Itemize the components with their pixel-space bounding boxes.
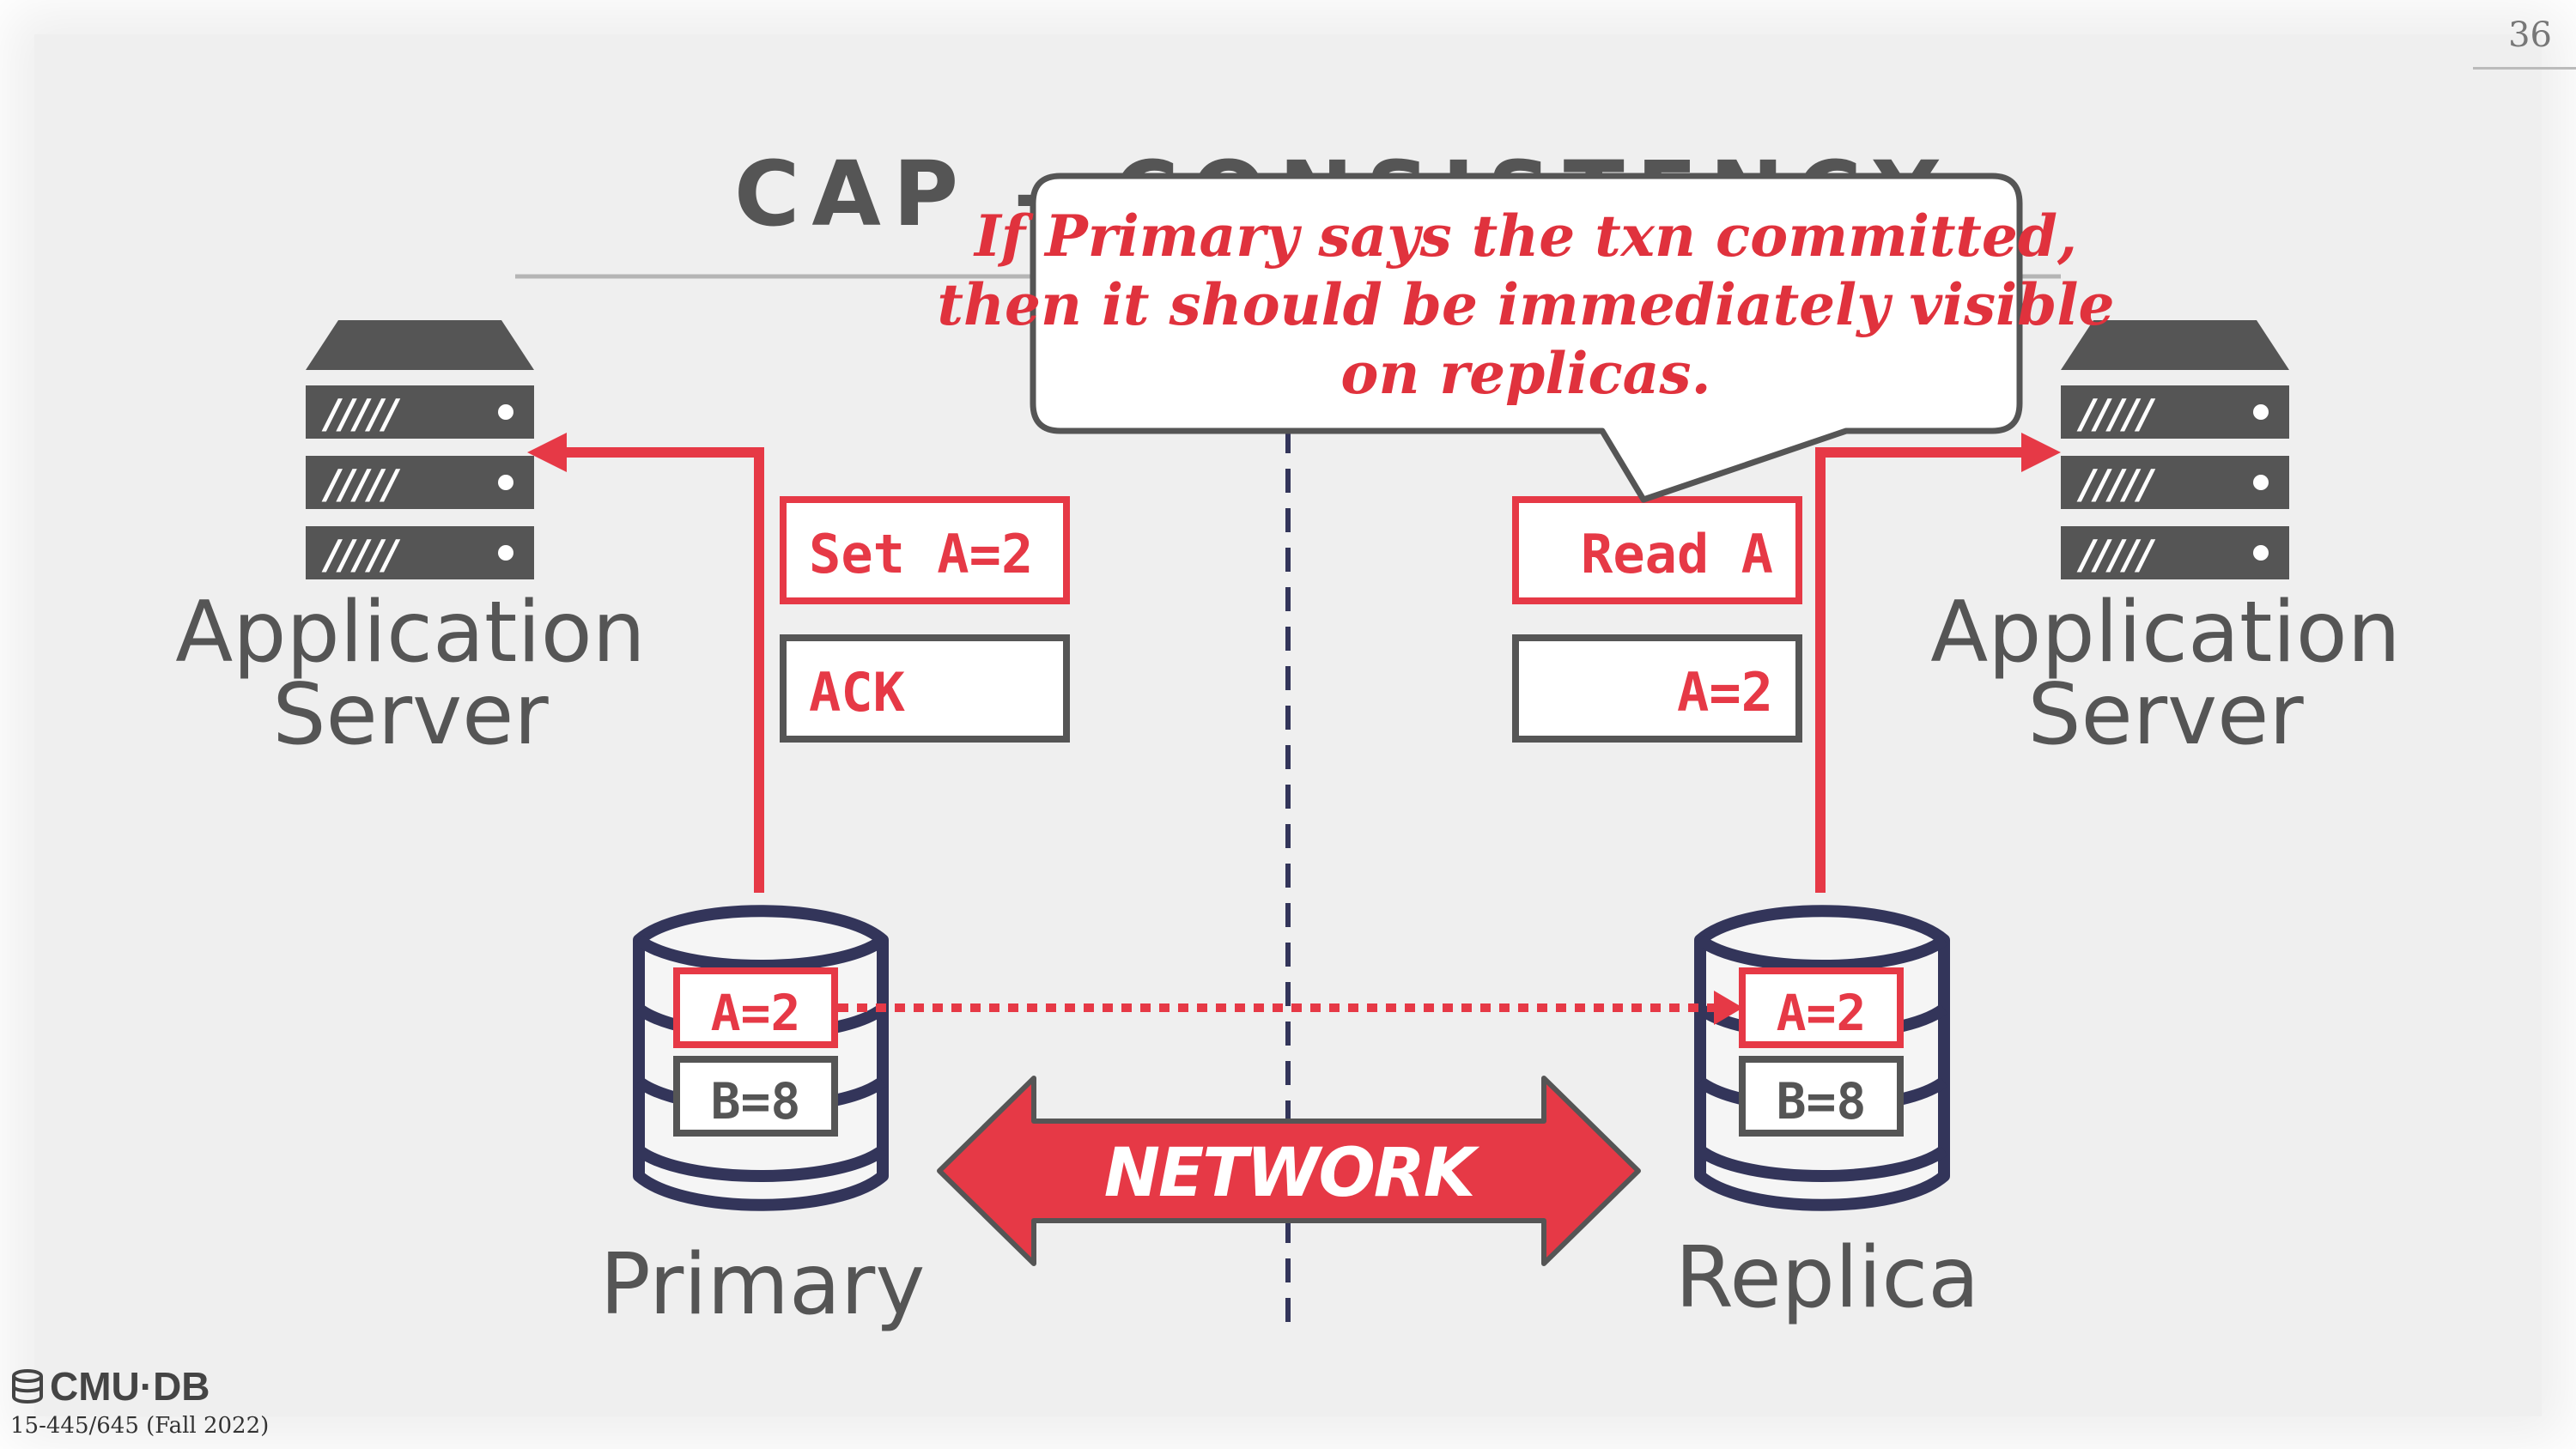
database-logo-icon	[12, 1369, 43, 1404]
replica-row-b-label: B=8	[1777, 1072, 1867, 1131]
replica-row-a	[1739, 967, 1904, 1048]
right-application-server-icon	[2061, 320, 2289, 579]
network-arrow: NETWORK	[937, 1076, 1641, 1266]
primary-row-b-label: B=8	[711, 1072, 801, 1131]
left-server-label-line2: Server	[272, 666, 549, 764]
callout-line-3: on replicas.	[1340, 340, 1710, 407]
right-response-box	[1512, 634, 1802, 743]
replica-label: Replica	[1675, 1229, 1980, 1327]
page-number-rule	[2473, 67, 2576, 70]
primary-row-a-label: A=2	[711, 984, 801, 1042]
callout-line-1: If Primary says the txn committed,	[973, 203, 2077, 270]
left-application-server-icon	[306, 320, 534, 579]
replica-row-b	[1739, 1056, 1904, 1137]
page-number: 36	[2508, 15, 2552, 55]
right-request-box	[1512, 496, 1802, 604]
left-request-box	[780, 496, 1070, 604]
network-label: NETWORK	[1104, 1135, 1480, 1212]
left-response-box	[780, 634, 1070, 743]
replica-row-a-label: A=2	[1777, 984, 1867, 1042]
primary-label: Primary	[600, 1236, 926, 1334]
callout-line-2: then it should be immediately visible	[938, 271, 2115, 338]
course-label: 15-445/645 (Fall 2022)	[10, 1413, 270, 1439]
primary-row-a	[673, 967, 838, 1048]
logo-text: CMU·DB	[50, 1364, 210, 1409]
replication-arrow	[838, 991, 1743, 1025]
left-response-label: ACK	[809, 661, 906, 724]
left-request-label: Set A=2	[809, 523, 1033, 585]
right-request-arrow	[1815, 433, 2061, 893]
consistency-callout: If Primary says the txn committed, then …	[938, 173, 2115, 503]
cmu-db-logo: CMU·DB	[10, 1363, 210, 1410]
right-server-label-line1: Application	[1930, 584, 2401, 682]
right-request-label: Read A	[1581, 523, 1773, 585]
primary-row-b	[673, 1056, 838, 1137]
left-request-arrow	[527, 433, 764, 893]
right-response-label: A=2	[1677, 661, 1773, 724]
left-server-label-line1: Application	[175, 584, 646, 682]
right-server-label-line2: Server	[2027, 666, 2304, 764]
